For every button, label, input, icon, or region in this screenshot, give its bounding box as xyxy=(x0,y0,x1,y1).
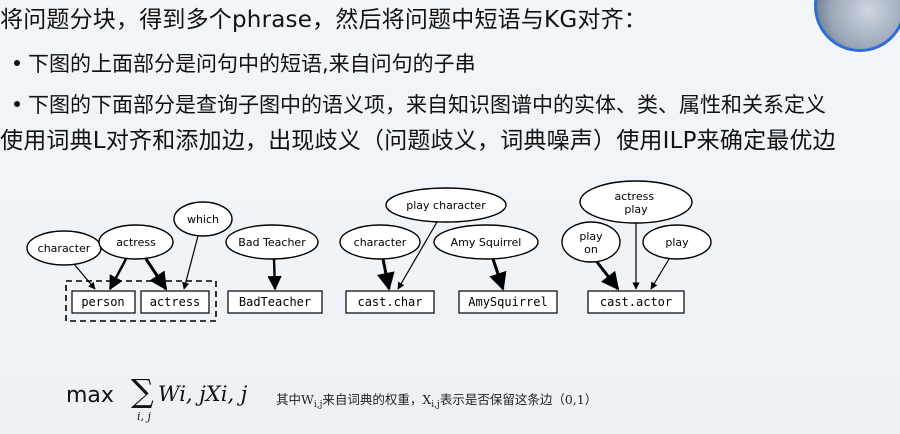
bullet-item-1: 下图的上面部分是问句中的短语,来自问句的子串 xyxy=(14,51,476,77)
phrase-label-bad-teacher: Bad Teacher xyxy=(238,236,306,249)
phrase-node-amy-squirrel xyxy=(433,224,539,260)
slide-title: 将问题分块，得到多个phrase，然后将问题中短语与KG对齐： xyxy=(0,7,647,33)
presenter-avatar xyxy=(814,0,900,52)
phrase-label-amy-squirrel: Amy Squirrel xyxy=(451,236,522,249)
bullet-text-1: 下图的上面部分是问句中的短语,来自问句的子串 xyxy=(28,52,476,76)
phrase-node-bad-teacher xyxy=(225,224,319,260)
item-box-amy-squirrel xyxy=(458,290,558,314)
item-label-cast-actor: cast.actor xyxy=(600,295,672,309)
ambiguity-group-box xyxy=(65,280,217,322)
phrase-label-actress: actress xyxy=(116,236,156,249)
edge-which-actress xyxy=(182,235,199,290)
item-label-person: person xyxy=(81,295,124,309)
phrase-label-character-2: character xyxy=(354,236,407,249)
note-suffix: 表示是否保留这条边（0,1） xyxy=(439,392,598,407)
item-label-actress: actress xyxy=(150,295,201,309)
phrase-label-play-character: play character xyxy=(406,199,486,212)
phrase-node-character-2 xyxy=(339,224,421,260)
bullet-dot-icon xyxy=(14,101,20,107)
edge-badteacher-item xyxy=(267,258,282,291)
edge-playon-castactor xyxy=(595,261,620,291)
phrase-node-play-on xyxy=(561,221,621,263)
phrase-alignment-diagram: character actress which Bad Teacher char… xyxy=(26,180,712,322)
formula-note: 其中Wi,j来自词典的权重，Xi,j表示是否保留这条边（0,1） xyxy=(276,389,597,410)
edge-playcharacter-castchar xyxy=(397,221,438,290)
item-label-cast-char: cast.char xyxy=(357,295,422,309)
note-subscript-1: i,j xyxy=(313,400,323,410)
phrase-node-which xyxy=(173,201,233,237)
phrase-label-character: character xyxy=(38,242,91,255)
note-prefix: 其中W xyxy=(276,392,314,407)
phrase-label-actress-play-line2: play xyxy=(624,203,648,216)
edge-character-castchar xyxy=(376,258,395,291)
edge-character-person xyxy=(73,263,96,290)
phrase-label-play: play xyxy=(665,236,689,249)
item-box-person xyxy=(71,290,136,314)
phrase-label-which: which xyxy=(187,213,219,226)
item-box-cast-actor xyxy=(587,290,685,314)
ilp-description: 使用词典L对齐和添加边，出现歧义（问题歧义，词典噪声）使用ILP来确定最优边 xyxy=(0,128,836,154)
bullet-dot-icon xyxy=(14,60,20,66)
note-subscript-2: i,j xyxy=(431,400,440,410)
item-label-bad-teacher: BadTeacher xyxy=(239,295,311,309)
item-box-cast-char xyxy=(345,290,435,314)
phrase-node-play-character xyxy=(385,187,507,223)
edge-actress-actress xyxy=(144,258,168,291)
bullet-text-2: 下图的下面部分是查询子图中的语义项，来自知识图谱中的实体、类、属性和关系定义 xyxy=(28,93,826,117)
formula-max: max xyxy=(66,383,114,408)
edge-actress-person xyxy=(108,258,128,291)
item-label-amy-squirrel: AmySquirrel xyxy=(468,295,547,309)
edge-play-castactor xyxy=(650,258,670,290)
item-box-bad-teacher xyxy=(227,290,323,314)
edge-amysquirrel-item xyxy=(489,258,507,291)
note-middle: 来自词典的权重，X xyxy=(322,392,432,407)
phrase-node-play xyxy=(642,224,712,260)
phrase-label-actress-play: actress play xyxy=(614,190,657,216)
formula-sigma: ∑ xyxy=(131,372,154,410)
formula-sum-index: i, j xyxy=(137,410,151,423)
bullet-item-2: 下图的下面部分是查询子图中的语义项，来自知识图谱中的实体、类、属性和关系定义 xyxy=(14,92,826,118)
formula-sum-term: Wi, jXi, j xyxy=(158,382,248,406)
phrase-node-actress xyxy=(98,224,174,260)
item-box-actress xyxy=(140,290,210,314)
